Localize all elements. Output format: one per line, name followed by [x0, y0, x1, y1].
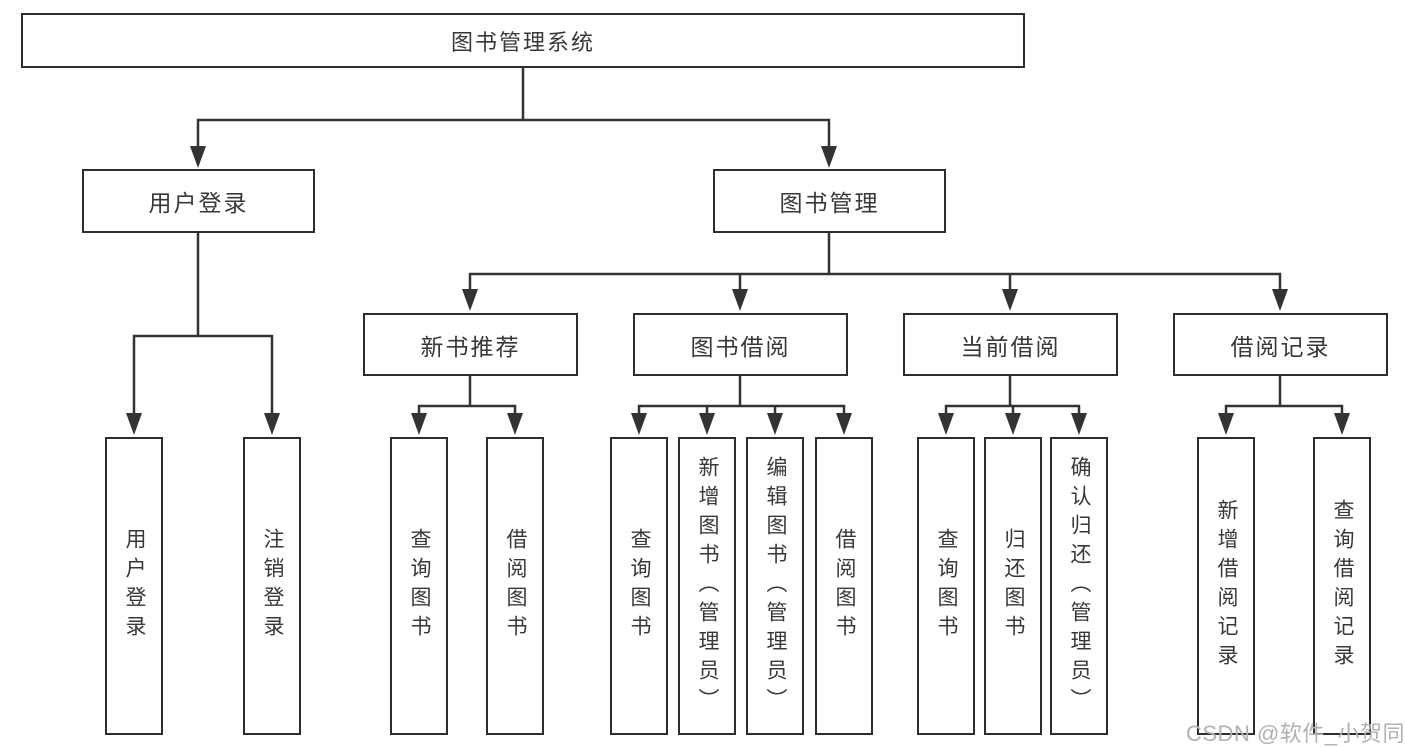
arrowhead-icon — [1005, 413, 1021, 435]
arrowhead-icon — [732, 289, 748, 311]
node-label: 新增图书（管理员） — [696, 455, 720, 717]
node-leaf-confirm-return-admin: 确认归还（管理员） — [1050, 437, 1108, 735]
node-label: 用户登录 — [123, 528, 147, 644]
node-leaf-borrow-books: 借阅图书 — [815, 437, 873, 735]
node-user-login: 用户登录 — [82, 169, 315, 233]
arrowhead-icon — [462, 289, 478, 311]
node-label: 归还图书 — [1002, 528, 1026, 644]
arrowhead-icon — [1002, 289, 1018, 311]
arrowhead-icon — [1334, 413, 1350, 435]
arrowhead-icon — [264, 413, 280, 435]
node-label: 编辑图书（管理员） — [764, 455, 788, 717]
node-label: 确认归还（管理员） — [1068, 455, 1092, 717]
node-leaf-edit-book-admin: 编辑图书（管理员） — [746, 437, 804, 735]
arrowhead-icon — [821, 146, 837, 168]
node-book-management: 图书管理 — [713, 169, 946, 233]
node-leaf-query-books-current: 查询图书 — [917, 437, 975, 735]
node-label: 新增借阅记录 — [1215, 499, 1239, 673]
node-label: 借阅图书 — [833, 528, 857, 644]
node-label: 查询借阅记录 — [1331, 499, 1355, 673]
node-current-borrowing: 当前借阅 — [903, 313, 1118, 376]
node-leaf-query-borrow-record: 查询借阅记录 — [1313, 437, 1371, 735]
arrowhead-icon — [836, 413, 852, 435]
node-leaf-add-borrow-record: 新增借阅记录 — [1197, 437, 1255, 735]
node-borrow-records: 借阅记录 — [1173, 313, 1388, 376]
node-leaf-user-login: 用户登录 — [105, 437, 163, 735]
node-root-system: 图书管理系统 — [21, 13, 1025, 68]
node-leaf-add-book-admin: 新增图书（管理员） — [678, 437, 736, 735]
arrowhead-icon — [699, 413, 715, 435]
arrowhead-icon — [126, 413, 142, 435]
node-label: 查询图书 — [628, 528, 652, 644]
node-leaf-return-book: 归还图书 — [984, 437, 1042, 735]
node-label: 借阅图书 — [504, 528, 528, 644]
arrowhead-icon — [1071, 413, 1087, 435]
node-label: 注销登录 — [261, 528, 285, 644]
arrowhead-icon — [411, 413, 427, 435]
node-leaf-query-books-borrow: 查询图书 — [610, 437, 668, 735]
arrowhead-icon — [190, 146, 206, 168]
node-label: 查询图书 — [408, 528, 432, 644]
arrowhead-icon — [631, 413, 647, 435]
arrowhead-icon — [1218, 413, 1234, 435]
arrowhead-icon — [938, 413, 954, 435]
node-new-book-recommend: 新书推荐 — [363, 313, 578, 376]
node-leaf-query-books-recommend: 查询图书 — [390, 437, 448, 735]
arrowhead-icon — [1272, 289, 1288, 311]
node-label: 查询图书 — [935, 528, 959, 644]
node-leaf-logout: 注销登录 — [243, 437, 301, 735]
node-book-borrowing: 图书借阅 — [633, 313, 848, 376]
watermark: CSDN @软件_小贺同学 — [1186, 721, 1405, 746]
node-leaf-borrow-books-recommend: 借阅图书 — [486, 437, 544, 735]
arrowhead-icon — [767, 413, 783, 435]
arrowhead-icon — [507, 413, 523, 435]
